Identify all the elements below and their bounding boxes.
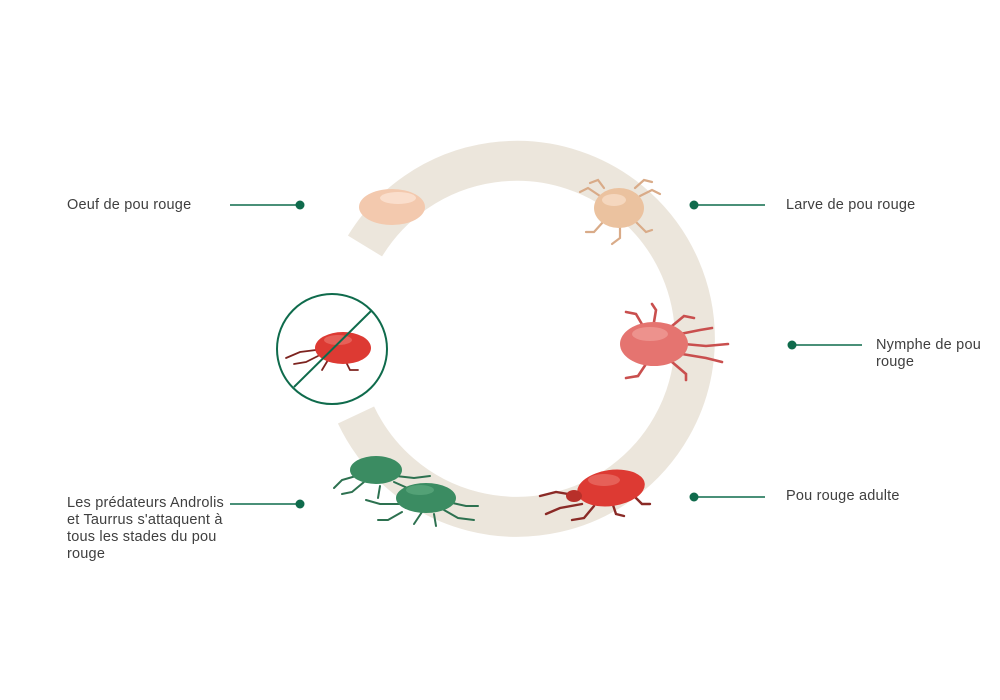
prohibited-mite-icon xyxy=(276,293,388,405)
lifecycle-ring xyxy=(337,140,715,537)
label-nymph: Nymphe de pou rouge xyxy=(876,337,981,370)
larva-mite-icon xyxy=(578,178,662,246)
connector-predators xyxy=(230,499,305,509)
nymph-mite-icon xyxy=(620,302,730,382)
label-egg: Oeuf de pou rouge xyxy=(67,197,192,213)
connector-larva xyxy=(689,200,765,210)
label-larva: Larve de pou rouge xyxy=(786,197,916,213)
connector-nymph xyxy=(787,340,862,350)
egg-icon xyxy=(359,189,425,225)
connector-egg xyxy=(230,200,305,210)
connector-adult xyxy=(689,492,765,502)
predator-mite-icon xyxy=(333,456,479,527)
adult-mite-icon xyxy=(538,469,652,522)
label-adult: Pou rouge adulte xyxy=(786,488,900,504)
label-predators: Les prédateurs Androlis et Taurrus s'att… xyxy=(67,495,224,562)
